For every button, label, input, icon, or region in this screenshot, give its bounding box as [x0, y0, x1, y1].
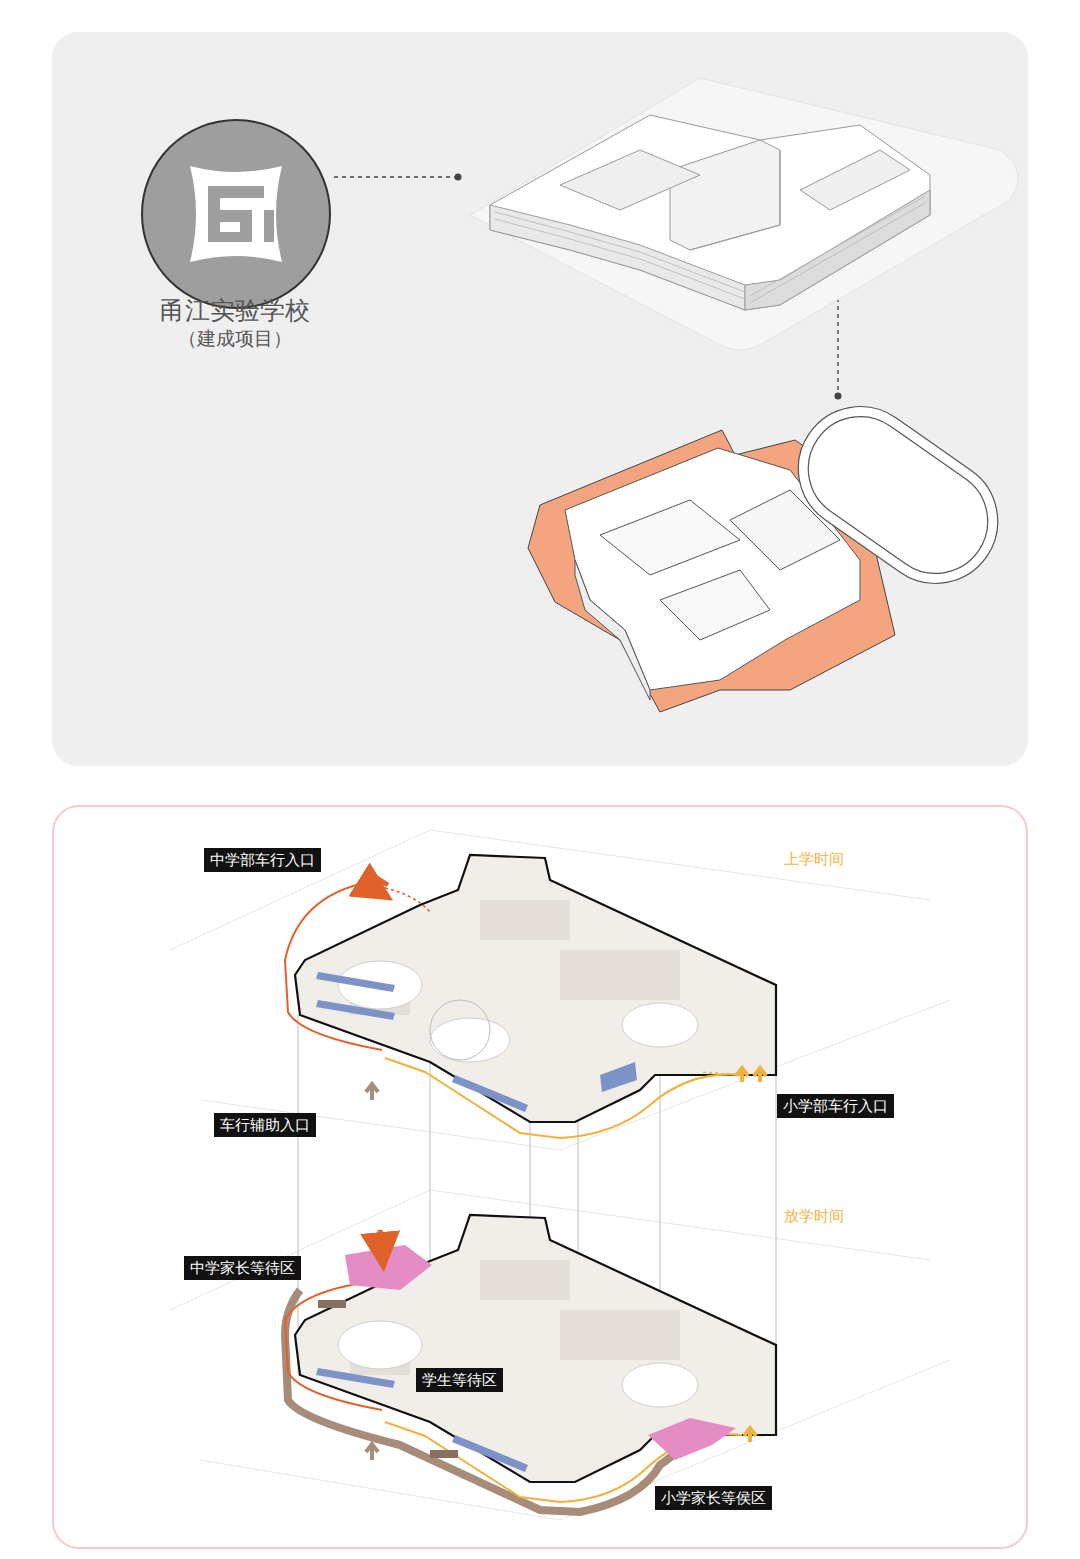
art-g	[490, 115, 930, 310]
logo-cut	[208, 186, 264, 242]
art-rect	[52, 32, 1028, 766]
art-path	[750, 196, 925, 296]
logo-circle: 甬江实验学校（建成项目）	[140, 118, 332, 368]
art-path	[285, 880, 382, 1050]
art-ellipse	[430, 1018, 510, 1062]
art-path	[360, 880, 376, 890]
label-tag: 小学部车行入口	[777, 1094, 894, 1118]
art-rect	[560, 1310, 680, 1360]
tag-text: 小学部车行入口	[783, 1097, 888, 1115]
art-g	[495, 196, 925, 303]
art-g	[285, 1215, 776, 1512]
art-polygon	[345, 1245, 432, 1290]
art-polygon	[316, 1368, 395, 1388]
art-rect	[480, 1260, 570, 1300]
tag-text: 车行辅助入口	[220, 1116, 310, 1134]
art-path	[660, 570, 770, 640]
art-g	[316, 972, 637, 1112]
art-path	[575, 560, 650, 700]
art-rect	[788, 396, 1008, 594]
art-path	[495, 212, 745, 292]
logo-shape	[190, 166, 282, 262]
art-line	[334, 176, 456, 177]
art-rect	[318, 1300, 346, 1308]
art-path	[385, 1058, 742, 1138]
tag-text: 学生等待区	[422, 1371, 497, 1389]
art-ellipse	[622, 1003, 698, 1047]
label-tag: 车行辅助入口	[214, 1113, 316, 1137]
art-path	[736, 1068, 748, 1082]
art-polygon	[648, 1418, 736, 1460]
art-g	[338, 1321, 698, 1407]
art-polygon	[316, 1000, 395, 1020]
label-tag: 中学部车行入口	[204, 848, 321, 872]
art-rect	[774, 382, 1022, 607]
time-label: 上学时间	[784, 850, 844, 869]
art-path	[495, 219, 745, 299]
label-tag: 中学家长等待区	[184, 1256, 301, 1280]
art-ellipse	[338, 1321, 422, 1369]
art-circle	[430, 1000, 490, 1060]
tag-text: 中学部车行入口	[210, 851, 315, 869]
art-g	[774, 382, 1022, 607]
art-path	[670, 140, 780, 250]
art-path	[295, 855, 776, 1122]
tag-text: 小学家长等侯区	[661, 1489, 766, 1507]
art-path	[372, 875, 388, 885]
art-rect	[560, 950, 680, 1000]
project-note: （建成项目）	[110, 326, 360, 352]
art-path	[285, 1280, 382, 1410]
logo-mark	[140, 118, 332, 310]
art-circle	[455, 174, 462, 181]
art-path	[470, 78, 1018, 350]
art-ellipse	[622, 1363, 698, 1407]
label-tag: 学生等待区	[416, 1368, 503, 1392]
art-circle	[835, 393, 842, 400]
art-path	[754, 1068, 766, 1082]
art-path	[744, 1428, 756, 1442]
art-g	[285, 855, 776, 1138]
art-g	[170, 830, 950, 1520]
art-path	[295, 1215, 776, 1482]
art-polygon	[316, 972, 395, 992]
logo-cut	[220, 222, 240, 232]
art-rect	[53, 806, 1027, 1548]
art-polygon	[452, 1435, 528, 1472]
art-path	[385, 888, 430, 912]
school-name: 甬江实验学校	[110, 294, 360, 327]
art-polygon	[600, 1062, 637, 1092]
art-path	[380, 1230, 382, 1252]
art-path	[366, 1444, 378, 1460]
label-tag: 小学家长等侯区	[655, 1486, 772, 1510]
logo-cut	[264, 210, 274, 242]
time-label: 放学时间	[784, 1207, 844, 1226]
art-path	[560, 150, 700, 210]
tag-text: 中学家长等待区	[190, 1259, 295, 1277]
art-line	[298, 1015, 299, 1375]
logo-disc	[142, 120, 330, 308]
art-path	[366, 1084, 378, 1100]
art-g	[338, 961, 698, 1062]
art-rect	[480, 900, 570, 940]
art-path	[800, 150, 910, 210]
art-path	[490, 115, 930, 310]
art-path	[600, 500, 740, 575]
art-polygon	[452, 1075, 528, 1112]
art-path	[690, 150, 780, 250]
art-path	[750, 203, 925, 303]
art-rect	[430, 1450, 458, 1458]
